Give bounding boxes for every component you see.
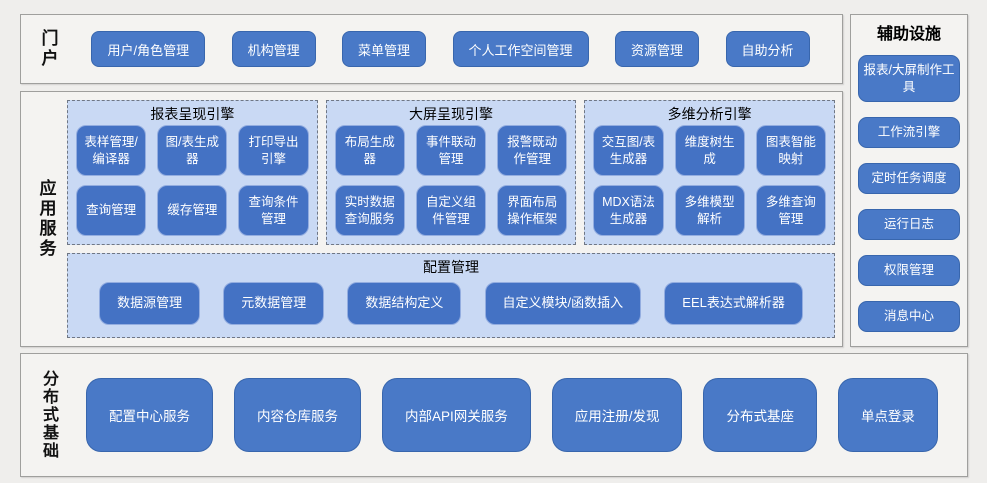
bigscreen-engine-title: 大屏呈现引擎 xyxy=(409,106,493,122)
engine-panels-row: 报表呈现引擎 表样管理/编译器 图/表生成器 打印导出引擎 查询管理 缓存管理 … xyxy=(67,100,836,245)
engine-node-cache-mgmt: 缓存管理 xyxy=(157,185,228,236)
engine-node-style-mgmt-compiler: 表样管理/编译器 xyxy=(76,125,147,176)
auxiliary-node-scheduled-task: 定时任务调度 xyxy=(858,163,960,194)
portal-node-menu-mgmt: 菜单管理 xyxy=(342,31,427,67)
engine-node-print-export-engine: 打印导出引擎 xyxy=(238,125,309,176)
distributed-section: 分布式基础 配置中心服务 内容仓库服务 内部API网关服务 应用注册/发现 分布… xyxy=(20,352,968,477)
auxiliary-node-workflow-engine: 工作流引擎 xyxy=(858,117,960,148)
distributed-node-single-sign-on: 单点登录 xyxy=(837,377,938,452)
upper-area: 门户 用户/角色管理 机构管理 菜单管理 个人工作空间管理 资源管理 自助分析 … xyxy=(20,14,968,347)
engine-node-event-linkage-mgmt: 事件联动管理 xyxy=(415,125,487,176)
main-column: 门户 用户/角色管理 机构管理 菜单管理 个人工作空间管理 资源管理 自助分析 … xyxy=(20,14,843,347)
auxiliary-node-permission-mgmt: 权限管理 xyxy=(858,255,960,286)
distributed-section-label: 分布式基础 xyxy=(40,369,57,460)
bigscreen-engine-panel: 大屏呈现引擎 布局生成器 事件联动管理 报警既动作管理 实时数据查询服务 自定义… xyxy=(325,100,577,245)
portal-section: 门户 用户/角色管理 机构管理 菜单管理 个人工作空间管理 资源管理 自助分析 xyxy=(20,14,843,84)
config-node-custom-module-function-insert: 自定义模块/函数插入 xyxy=(484,281,642,325)
engine-node-ui-layout-framework: 界面布局操作框架 xyxy=(497,185,568,236)
report-engine-grid: 表样管理/编译器 图/表生成器 打印导出引擎 查询管理 缓存管理 查询条件管理 xyxy=(76,125,309,236)
engine-node-alarm-action-mgmt: 报警既动作管理 xyxy=(497,125,568,176)
config-node-datasource-mgmt: 数据源管理 xyxy=(99,281,201,325)
engine-node-chart-smart-mapping: 图表智能映射 xyxy=(755,125,827,176)
bigscreen-engine-grid: 布局生成器 事件联动管理 报警既动作管理 实时数据查询服务 自定义组件管理 界面… xyxy=(334,125,568,236)
app-services-content: 报表呈现引擎 表样管理/编译器 图/表生成器 打印导出引擎 查询管理 缓存管理 … xyxy=(67,100,836,338)
auxiliary-node-message-center: 消息中心 xyxy=(858,301,960,332)
portal-node-self-service-analysis: 自助分析 xyxy=(725,31,810,67)
portal-node-resource-mgmt: 资源管理 xyxy=(615,31,700,67)
auxiliary-node-report-bigscreen-tool: 报表/大屏制作工具 xyxy=(858,55,960,102)
engine-node-interactive-chart-generator: 交互图/表生成器 xyxy=(593,125,664,176)
portal-node-org-mgmt: 机构管理 xyxy=(231,31,316,67)
report-engine-panel: 报表呈现引擎 表样管理/编译器 图/表生成器 打印导出引擎 查询管理 缓存管理 … xyxy=(67,100,318,245)
config-mgmt-title: 配置管理 xyxy=(423,259,479,275)
app-services-section-label: 应用服务 xyxy=(36,178,56,259)
config-mgmt-panel: 配置管理 数据源管理 元数据管理 数据结构定义 自定义模块/函数插入 EEL表达… xyxy=(67,253,835,338)
auxiliary-section: 辅助设施 报表/大屏制作工具 工作流引擎 定时任务调度 运行日志 权限管理 消息… xyxy=(850,14,968,347)
olap-engine-grid: 交互图/表生成器 维度树生成 图表智能映射 MDX语法生成器 多维模型解析 多维… xyxy=(593,125,827,236)
engine-node-mdx-syntax-generator: MDX语法生成器 xyxy=(593,185,664,236)
app-services-section: 应用服务 报表呈现引擎 表样管理/编译器 图/表生成器 打印导出引擎 查询管理 … xyxy=(20,91,843,347)
engine-node-multidim-query-mgmt: 多维查询管理 xyxy=(755,185,827,236)
auxiliary-section-title: 辅助设施 xyxy=(876,26,941,43)
engine-node-custom-component-mgmt: 自定义组件管理 xyxy=(415,185,487,236)
auxiliary-node-run-log: 运行日志 xyxy=(858,209,960,240)
portal-section-label: 门户 xyxy=(38,29,58,69)
distributed-node-app-register-discovery: 应用注册/发现 xyxy=(551,377,683,452)
portal-node-workspace-mgmt: 个人工作空间管理 xyxy=(452,31,589,67)
config-node-metadata-mgmt: 元数据管理 xyxy=(223,281,325,325)
olap-engine-title: 多维分析引擎 xyxy=(667,106,752,122)
olap-engine-panel: 多维分析引擎 交互图/表生成器 维度树生成 图表智能映射 MDX语法生成器 多维… xyxy=(584,100,836,245)
portal-node-user-role-mgmt: 用户/角色管理 xyxy=(91,31,206,67)
distributed-node-internal-api-gateway: 内部API网关服务 xyxy=(381,377,531,452)
portal-button-row: 用户/角色管理 机构管理 菜单管理 个人工作空间管理 资源管理 自助分析 xyxy=(65,31,836,67)
distributed-button-row: 配置中心服务 内容仓库服务 内部API网关服务 应用注册/发现 分布式基座 单点… xyxy=(65,377,959,452)
engine-node-query-condition-mgmt: 查询条件管理 xyxy=(238,185,309,236)
distributed-node-distributed-base: 分布式基座 xyxy=(703,377,817,452)
distributed-node-content-repo-service: 内容仓库服务 xyxy=(233,377,361,452)
engine-node-layout-generator: 布局生成器 xyxy=(334,125,405,176)
report-engine-title: 报表呈现引擎 xyxy=(150,106,235,122)
engine-node-dimension-tree-generation: 维度树生成 xyxy=(674,125,745,176)
engine-node-chart-table-generator: 图/表生成器 xyxy=(157,125,228,176)
engine-node-query-mgmt: 查询管理 xyxy=(76,185,147,236)
engine-node-realtime-data-query: 实时数据查询服务 xyxy=(334,185,405,236)
config-node-data-structure-definition: 数据结构定义 xyxy=(347,281,462,325)
engine-node-multidim-model-parsing: 多维模型解析 xyxy=(674,185,745,236)
distributed-node-config-center-service: 配置中心服务 xyxy=(85,377,213,452)
config-node-eel-expression-parser: EEL表达式解析器 xyxy=(664,281,803,325)
config-mgmt-row: 数据源管理 元数据管理 数据结构定义 自定义模块/函数插入 EEL表达式解析器 xyxy=(76,278,826,329)
